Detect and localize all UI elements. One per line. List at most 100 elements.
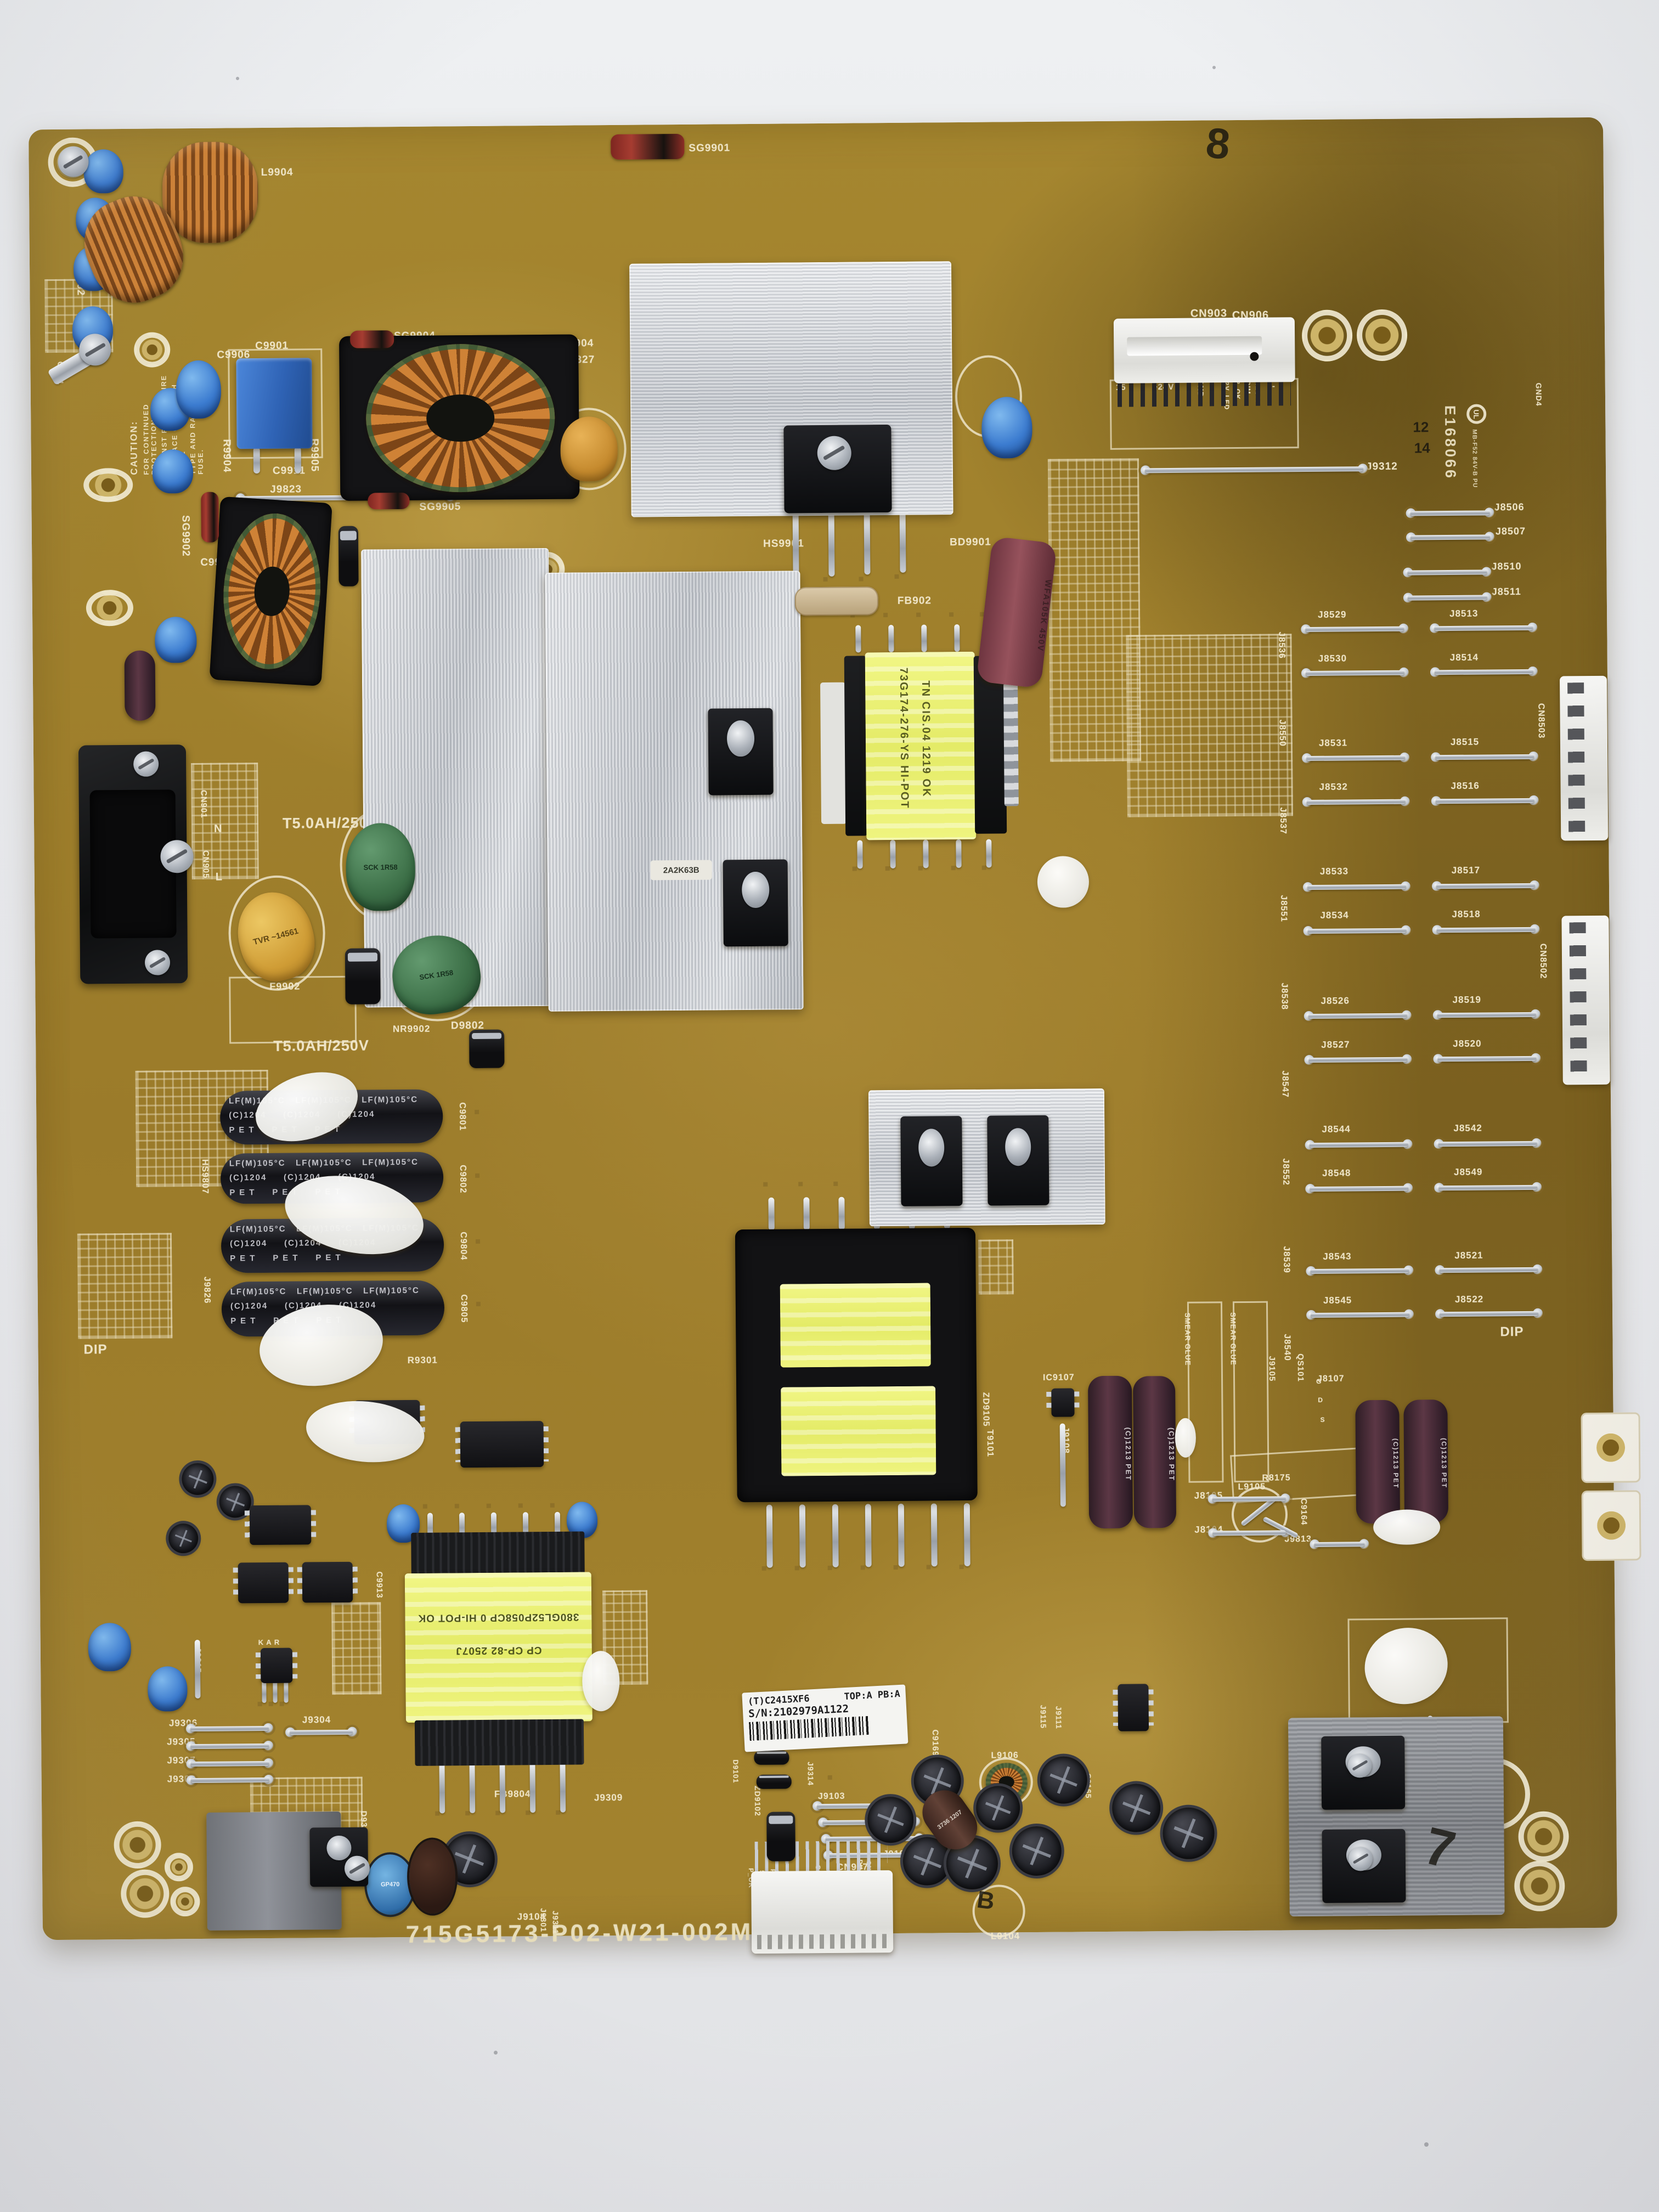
jumper-wire [1310,1268,1409,1274]
silkscreen-label: C9164 [1299,1498,1309,1526]
silkscreen-label: J9309 [594,1792,623,1803]
ic-chip [1118,1684,1149,1731]
silkscreen-label: D [1318,1396,1324,1404]
jumper-wire [838,1197,845,1230]
jumper-wire [1305,626,1404,633]
transformer-bobbin [411,1531,585,1576]
adhesive-glue [1037,856,1090,908]
silkscreen-label: J8516 [1451,780,1480,791]
power-transistor [900,1116,963,1206]
screw [1347,1753,1372,1778]
electrolytic-capacitor [1040,1756,1088,1804]
jumper-wire [499,1760,506,1813]
silkscreen-label: R9904 [221,439,233,473]
jumper-wire [921,624,927,652]
jumper-wire [469,1761,476,1814]
jumper-wire [803,1197,810,1231]
jumper-wire [1435,798,1534,804]
diode [349,330,394,348]
output-pad-bracket [1581,1490,1641,1561]
transformer-marking: TN CIS.04 1219 OK [919,680,933,798]
silkscreen-label: J8540 [1282,1334,1292,1361]
jumper-wire [888,624,894,653]
screw [79,334,111,366]
jumper-wire [529,1760,536,1813]
silkscreen-label: C9901 [255,340,289,352]
mounting-hole [170,1886,200,1917]
silkscreen-label: J8552 [1280,1158,1291,1186]
electrolytic-capacitor [409,1839,456,1914]
silkscreen-label: J8522 [1454,1294,1484,1305]
screw [344,1855,370,1881]
dust-speck [1424,2142,1429,2147]
ul-logo-icon: UL [1466,404,1487,424]
diode [756,1774,792,1789]
silkscreen-label: J8527 [1321,1039,1350,1050]
silkscreen-label: CN8503 [1536,703,1546,739]
jumper-wire [262,1681,267,1703]
electrolytic-capacitor [867,1796,914,1843]
silkscreen-label: ZD9105 [981,1392,991,1427]
silkscreen-label: J9301 [539,1908,548,1933]
silkscreen-label: J8544 [1322,1124,1351,1135]
silkscreen-label: J9826 [202,1276,212,1304]
silkscreen-hatch [1126,634,1293,817]
silkscreen-label: F9902 [269,980,301,992]
ic-chip [302,1561,353,1603]
handwritten-mark: B [975,1886,996,1915]
transformer-tape: 380GL52P058CP 0 HI-POT OK CP CP-82 2507J [404,1572,592,1723]
sticker-barcode [749,1716,870,1741]
silkscreen-label: L9106 [991,1751,1019,1760]
adhesive-glue [1175,1418,1197,1458]
silkscreen-label: DIP [1500,1324,1524,1340]
silkscreen-label: SMEAR GLUE [1183,1312,1192,1366]
silkscreen-label: J8551 [1279,895,1289,922]
silkscreen-label: J8533 [1319,866,1349,877]
film-capacitor-blue [236,358,313,449]
mounting-hole [86,589,134,627]
ic-chip [260,1647,293,1684]
thermistor: SCK 1R58 [346,822,416,911]
handwritten-mark: 12 [1413,419,1429,436]
silkscreen-label: R8175 [1262,1473,1291,1483]
silkscreen-label: R9301 [407,1355,438,1365]
cn8503-slots [1567,682,1585,834]
electrolytic-capacitor [975,1786,1020,1830]
silkscreen-label: C9802 [458,1165,468,1194]
power-transistor [723,859,788,947]
silkscreen-label: L9105 [1238,1482,1266,1492]
electrolytic-capacitor [124,650,156,721]
silkscreen-label: IC9107 [1042,1373,1075,1383]
resistor [794,586,879,616]
silkscreen-label: J8547 [1280,1070,1290,1098]
silkscreen-label: J8550 [1277,719,1287,747]
silkscreen-label: J8107 [1317,1374,1345,1384]
silkscreen-label: J8542 [1453,1122,1482,1133]
ceramic-capacitor [88,1622,132,1672]
silkscreen-label: J8517 [1451,865,1481,876]
electrolytic-capacitor: (C)1213 PET [1403,1400,1449,1523]
board-part-number: 715G5173-P02-W21-002M [405,1918,754,1949]
jumper-wire [190,1725,269,1732]
ceramic-capacitor [155,616,197,663]
silkscreen-label: J8534 [1320,910,1349,921]
cn907-connector [751,1870,894,1954]
ceramic-capacitor [152,449,194,494]
cn8502-slots [1569,922,1587,1079]
transformer-core [844,656,868,836]
jumper-wire [864,512,871,575]
silkscreen-label: J9111 [1054,1706,1064,1730]
ac-screw-bottom [144,950,171,975]
silkscreen-label: J9105 [1267,1356,1277,1382]
diode [345,948,381,1005]
transformer-winding-top [780,1283,931,1368]
silkscreen-label: J8519 [1452,994,1481,1005]
silkscreen-label: J8530 [1318,653,1347,664]
silkscreen-label: K A R [258,1638,280,1647]
mounting-hole [121,1869,170,1918]
jumper-wire [857,840,863,869]
jumper-wire [956,839,962,868]
jumper-wire [1306,755,1406,761]
